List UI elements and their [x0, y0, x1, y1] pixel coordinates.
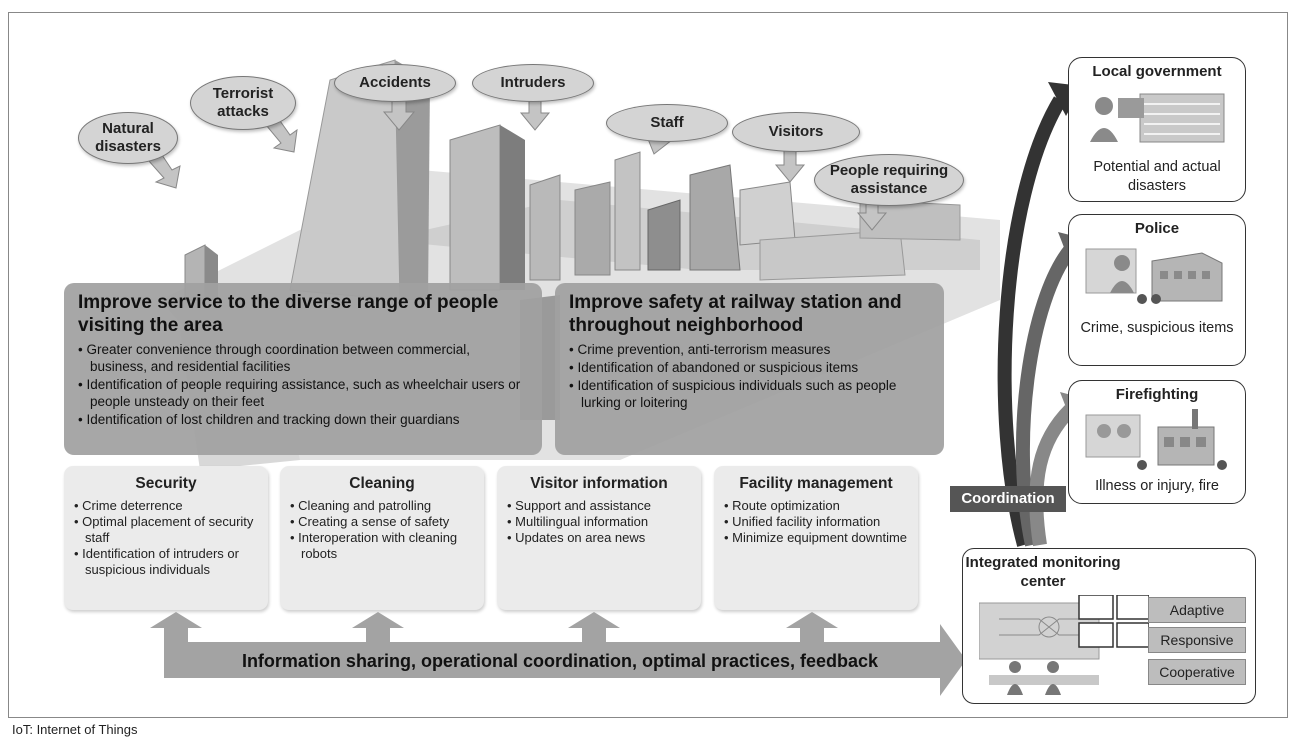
bubble-label: Visitors [768, 123, 824, 140]
service-box-facility-management: Facility management Route optimization U… [714, 466, 918, 610]
responder-caption: Potential and actual disasters [1093, 159, 1221, 194]
bubble-label: Terrorist attacks [212, 85, 274, 120]
bubble-terrorist-attacks: Terrorist attacks [190, 76, 296, 130]
list-item: Crime prevention, anti-terrorism measure… [569, 341, 930, 358]
service-list: Route optimization Unified facility info… [724, 498, 908, 546]
list-item: Identification of abandoned or suspiciou… [569, 359, 930, 376]
bubble-people-requiring-assistance: People requiring assistance [814, 154, 964, 206]
sharing-arrow-label: Information sharing, operational coordin… [241, 651, 879, 671]
safety-panel-title: Improve safety at railway station and th… [569, 292, 902, 336]
police-station-icon [1085, 248, 1223, 304]
bubble-label: Natural disasters [95, 120, 161, 155]
bubble-label: Accidents [359, 74, 431, 91]
list-item: Interoperation with cleaning robots [290, 530, 474, 562]
list-item: Route optimization [724, 498, 908, 514]
fire-station-icon [1085, 409, 1227, 470]
up-arrow-cleaning [352, 612, 404, 646]
service-box-visitor-information: Visitor information Support and assistan… [497, 466, 701, 610]
list-item: Optimal placement of security staff [74, 514, 258, 546]
monitoring-room-icon [979, 595, 1149, 695]
list-item: Updates on area news [507, 530, 691, 546]
responder-title: Firefighting [1115, 386, 1199, 403]
bubble-label: People requiring assistance [829, 162, 949, 197]
coordination-label: Coordination [950, 486, 1066, 512]
responder-title: Police [1134, 220, 1180, 237]
service-list: Crime deterrence Optimal placement of se… [74, 498, 258, 578]
responder-caption: Crime, suspicious items [1080, 320, 1234, 336]
bubble-natural-disasters: Natural disasters [78, 112, 178, 164]
list-item: Cleaning and patrolling [290, 498, 474, 514]
service-title: Cleaning [349, 475, 415, 492]
bubble-label: Staff [650, 114, 684, 131]
footnote: IoT: Internet of Things [12, 722, 138, 737]
tag-responsive: Responsive [1148, 627, 1246, 653]
safety-panel-list: Crime prevention, anti-terrorism measure… [569, 341, 930, 411]
service-panel-title: Improve service to the diverse range of … [78, 292, 499, 336]
list-item: Support and assistance [507, 498, 691, 514]
tag-cooperative: Cooperative [1148, 659, 1246, 685]
list-item: Identification of suspicious individuals… [569, 377, 930, 411]
list-item: Identification of intruders or suspiciou… [74, 546, 258, 578]
figure-frame [8, 12, 1288, 718]
sharing-arrow-body [164, 624, 966, 696]
service-list: Cleaning and patrolling Creating a sense… [290, 498, 474, 562]
list-item: Identification of lost children and trac… [78, 411, 528, 428]
up-arrow-security [150, 612, 202, 646]
service-title: Security [135, 475, 197, 492]
list-item: Greater convenience through coordination… [78, 341, 528, 375]
list-item: Crime deterrence [74, 498, 258, 514]
service-box-cleaning: Cleaning Cleaning and patrolling Creatin… [280, 466, 484, 610]
bubble-intruders: Intruders [472, 64, 594, 102]
responder-police: Police Crime, suspicious items [1068, 214, 1246, 366]
responder-title: Local government [1092, 63, 1222, 80]
responder-local-government: Local government Potential and actual di… [1068, 57, 1246, 202]
bubble-visitors: Visitors [732, 112, 860, 152]
list-item: Identification of people requiring assis… [78, 376, 528, 410]
service-panel: Improve service to the diverse range of … [64, 283, 542, 455]
monitoring-center-title: Integrated monitoring center [965, 554, 1121, 590]
service-box-security: Security Crime deterrence Optimal placem… [64, 466, 268, 610]
responder-caption: Illness or injury, fire [1095, 478, 1219, 494]
service-list: Support and assistance Multilingual info… [507, 498, 691, 546]
list-item: Multilingual information [507, 514, 691, 530]
bubble-accidents: Accidents [334, 64, 456, 102]
bubble-label: Intruders [500, 74, 566, 91]
bubble-staff: Staff [606, 104, 728, 142]
safety-panel: Improve safety at railway station and th… [555, 283, 944, 455]
up-arrow-facility-management [786, 612, 838, 646]
list-item: Creating a sense of safety [290, 514, 474, 530]
list-item: Unified facility information [724, 514, 908, 530]
service-title: Visitor information [530, 475, 668, 492]
list-item: Minimize equipment downtime [724, 530, 908, 546]
service-title: Facility management [739, 475, 893, 492]
tag-adaptive: Adaptive [1148, 597, 1246, 623]
up-arrow-visitor-information [568, 612, 620, 646]
service-panel-list: Greater convenience through coordination… [78, 341, 528, 428]
office-worker-icon [1090, 93, 1225, 143]
responder-firefighting: Firefighting Illness or injury, fire [1068, 380, 1246, 504]
